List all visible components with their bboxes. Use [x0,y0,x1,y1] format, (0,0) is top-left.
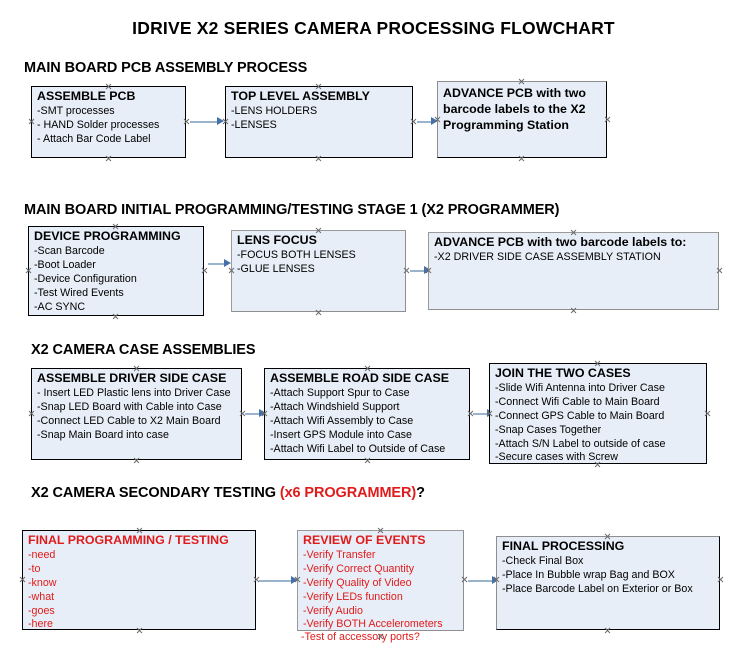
node-review-of-events[interactable]: REVIEW OF EVENTS -Verify Transfer -Verif… [297,530,464,631]
node-line: -Device Configuration [34,272,137,285]
node-line: -AC SYNC [34,300,86,313]
node-title: JOIN THE TWO CASES [495,366,631,380]
section-title-main-board-initial-programming-testing-stage-1: MAIN BOARD INITIAL PROGRAMMING/TESTING S… [24,202,560,218]
node-line: -Attach Wifi Label to Outside of Case [270,442,446,455]
arrow-connector [417,117,439,126]
node-join-the-two-cases[interactable]: JOIN THE TWO CASES -Slide Wifi Antenna i… [489,363,707,464]
node-line: -Secure cases with Screw [495,451,618,464]
node-line: -Check Final Box [502,554,584,567]
node-line: -Insert GPS Module into Case [270,428,412,441]
node-title: ASSEMBLE DRIVER SIDE CASE [37,371,227,385]
arrow-connector [190,117,225,126]
node-title: DEVICE PROGRAMMING [34,229,181,243]
node-title: ASSEMBLE ROAD SIDE CASE [270,371,449,385]
node-line: -Attach Windshield Support [270,400,400,413]
section-title-main-board-pcb-assembly-process: MAIN BOARD PCB ASSEMBLY PROCESS [24,60,308,76]
arrow-connector [468,576,500,585]
node-line: -Slide Wifi Antenna into Driver Case [495,381,665,394]
node-line: -Verify Transfer [303,548,376,561]
node-line: -Scan Barcode [34,244,105,257]
node-line: -Attach S/N Label to outside of case [495,437,666,450]
node-line: -Boot Loader [34,258,96,271]
node-line: -Attach Wifi Assembly to Case [270,414,414,427]
node-line: -GLUE LENSES [237,262,315,275]
node-line: -Place Barcode Label on Exterior or Box [502,582,693,595]
arrow-connector [245,409,267,418]
node-final-programming-testing[interactable]: FINAL PROGRAMMING / TESTING -need -to -k… [22,530,256,630]
section-title-x2-camera-case-assemblies: X2 CAMERA CASE ASSEMBLIES [31,342,256,358]
node-top-level-assembly[interactable]: TOP LEVEL ASSEMBLY -LENS HOLDERS -LENSES [225,86,413,158]
node-device-programming[interactable]: DEVICE PROGRAMMING -Scan Barcode -Boot L… [28,226,204,316]
section-title-accent: (x6 PROGRAMMER) [279,485,417,501]
node-line: -Snap Main Board into case [37,428,169,441]
node-line: -LENS HOLDERS [231,104,318,117]
node-line: - Attach Bar Code Label [37,132,151,145]
node-line: -goes [28,604,55,617]
node-line: -what [28,590,55,603]
node-line: -Verify Audio [303,604,364,617]
node-title: ADVANCE PCB with two barcode labels to: [434,235,687,249]
node-title: ADVANCE PCB with two barcode labels to t… [443,86,586,133]
section-title-x2-camera-secondary-testing: X2 CAMERA SECONDARY TESTING (x6 PROGRAMM… [31,485,425,501]
node-line: -Test Wired Events [34,286,124,299]
arrow-connector [259,576,299,585]
node-final-processing[interactable]: FINAL PROCESSING -Check Final Box -Place… [496,536,720,630]
node-assemble-road-side-case[interactable]: ASSEMBLE ROAD SIDE CASE -Attach Support … [264,368,470,460]
node-line: -SMT processes [37,104,115,117]
node-assemble-driver-side-case[interactable]: ASSEMBLE DRIVER SIDE CASE - Insert LED P… [31,368,242,460]
node-line: -know [28,576,57,589]
node-line: -to [28,562,41,575]
node-title: FINAL PROCESSING [502,539,625,553]
node-advance-pcb-to-driver-side-case-assembly[interactable]: ADVANCE PCB with two barcode labels to: … [428,232,719,310]
page-title: IDRIVE X2 SERIES CAMERA PROCESSING FLOWC… [132,18,615,38]
node-title: FINAL PROGRAMMING / TESTING [28,533,229,547]
node-line: -FOCUS BOTH LENSES [237,248,356,261]
node-line: -Place In Bubble wrap Bag and BOX [502,568,675,581]
node-advance-pcb-to-x2-programming-station[interactable]: ADVANCE PCB with two barcode labels to t… [437,81,607,158]
node-line: -need [28,548,56,561]
node-lens-focus[interactable]: LENS FOCUS -FOCUS BOTH LENSES -GLUE LENS… [231,230,406,312]
node-line: -Connect Wifi Cable to Main Board [495,395,660,408]
node-title: REVIEW OF EVENTS [303,533,426,547]
node-line: -Verify Quality of Video [303,576,412,589]
node-line: -LENSES [231,118,277,131]
node-line: -Snap LED Board with Cable into Case [37,400,222,413]
node-overflow-line: -Test of accessory ports? [301,631,420,643]
node-line: -Connect GPS Cable to Main Board [495,409,665,422]
node-line: -Verify Correct Quantity [303,562,415,575]
node-line: - HAND Solder processes [37,118,160,131]
node-line: -Attach Support Spur to Case [270,386,410,399]
node-line: -Connect LED Cable to X2 Main Board [37,414,221,427]
node-title: LENS FOCUS [237,233,317,247]
node-assemble-pcb[interactable]: ASSEMBLE PCB -SMT processes - HAND Solde… [31,86,186,158]
node-line: -here [28,618,53,631]
node-line: -Snap Cases Together [495,423,602,436]
node-line: -Verify BOTH Accelerometers [303,618,443,631]
node-line: -X2 DRIVER SIDE CASE ASSEMBLY STATION [434,250,661,263]
section-title-text: X2 CAMERA SECONDARY TESTING [31,485,280,501]
arrow-connector [410,266,432,275]
arrow-connector [208,259,233,268]
node-line: - Insert LED Plastic lens into Driver Ca… [37,386,231,399]
section-title-tail: ? [416,485,425,501]
node-line: -Verify LEDs function [303,590,403,603]
node-title: ASSEMBLE PCB [37,89,136,103]
node-title: TOP LEVEL ASSEMBLY [231,89,370,103]
